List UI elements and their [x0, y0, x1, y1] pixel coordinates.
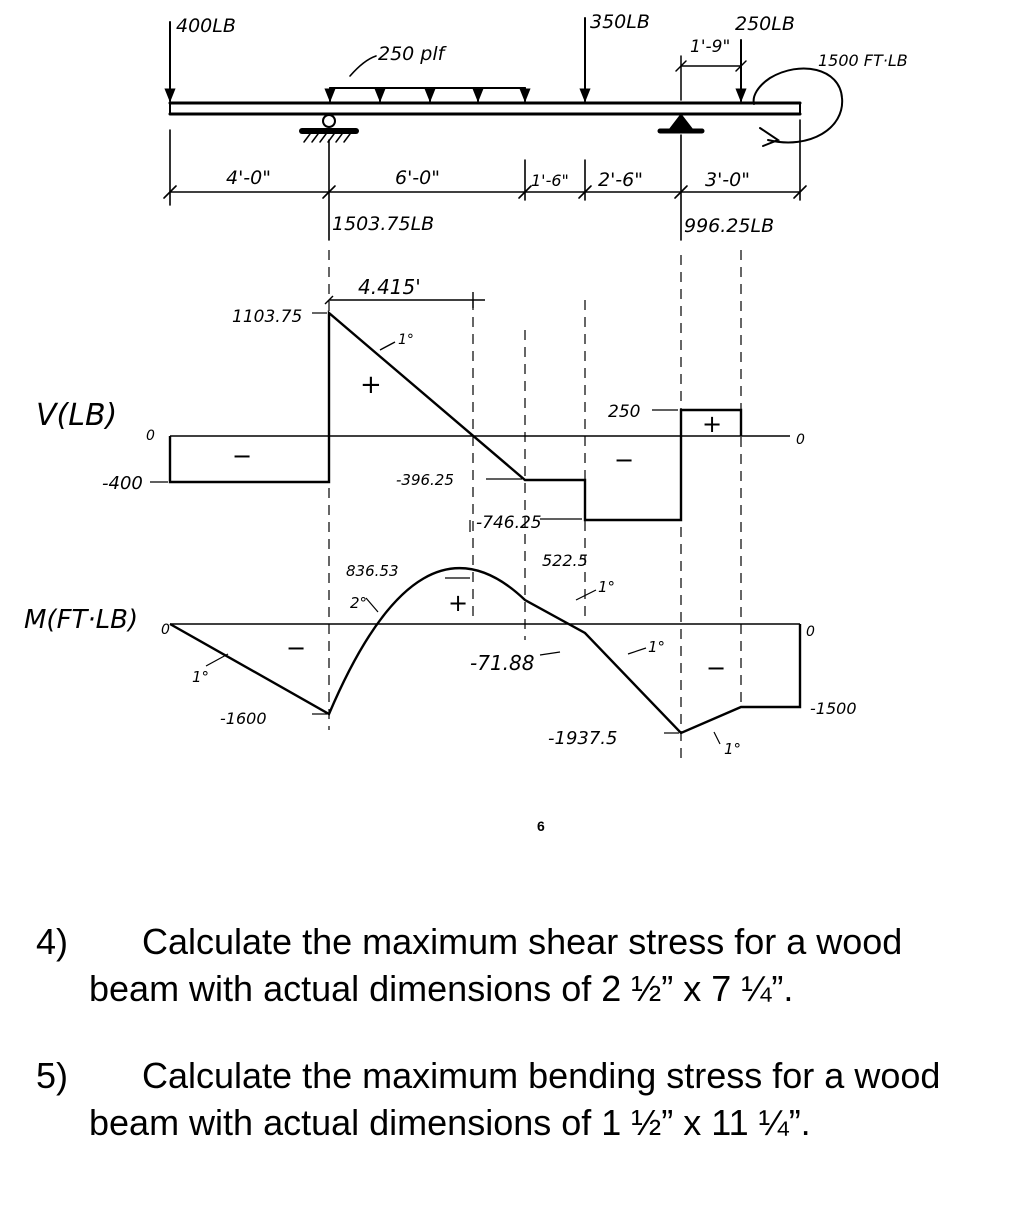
moment-degree-3: 1°: [598, 578, 615, 596]
shear-curve: [168, 310, 743, 522]
moment-zero-right: 0: [806, 624, 815, 640]
shear-zero-right: 0: [796, 432, 805, 448]
beam-loading-diagram: [163, 17, 844, 241]
moment-value-neg1500: -1500: [810, 699, 857, 718]
question-number: 4): [36, 921, 69, 962]
left-pin-support: [299, 114, 359, 143]
projection-guides: [328, 250, 742, 760]
shear-value-250: 250: [608, 402, 640, 422]
moment-labels: M(FT·LB) 0 0 836.53 522.5 -71.88 -1600 -…: [24, 551, 857, 758]
load-400lb-label: 400LB: [176, 15, 236, 37]
moment-value-522: 522.5: [542, 551, 588, 570]
shear-axis-label: V(LB): [36, 398, 117, 433]
moment-degree-5: 1°: [724, 740, 741, 758]
shear-sign-3: −: [614, 446, 634, 474]
shear-value-neg396: -396.25: [396, 471, 454, 489]
applied-moment-arrow: [752, 67, 844, 144]
dim-6ft-label: 6'-0": [395, 167, 440, 189]
dim-4ft-label: 4'-0": [226, 167, 271, 189]
question-list: 4) Calculate the maximum shear stress fo…: [36, 918, 996, 1146]
moment-value-836: 836.53: [346, 562, 399, 580]
moment-degree-1: 2°: [350, 594, 367, 612]
shear-distance-label: 4.415': [358, 275, 421, 299]
load-350lb-label: 350LB: [590, 11, 650, 33]
moment-axis-label: M(FT·LB): [24, 605, 138, 635]
moment-sign-3: −: [706, 654, 726, 682]
distributed-load-label: 250 plf: [378, 43, 448, 65]
shear-value-neg746: -746.25: [476, 513, 542, 533]
moment-degree-4: 1°: [648, 638, 665, 656]
moment-curve: [169, 566, 802, 735]
question-number: 5): [36, 1055, 69, 1096]
reaction-right-label: 996.25LB: [684, 215, 774, 237]
shear-degree-label: 1°: [398, 332, 414, 348]
moment-diagram: [169, 566, 802, 745]
distributed-load-arrows: [324, 55, 531, 103]
span-dimension-line: [163, 119, 807, 241]
dim-2-6-label: 2'-6": [598, 169, 643, 191]
offset-dim-label: 1'-9": [690, 37, 730, 57]
moment-sign-1: −: [286, 634, 306, 662]
beam-analysis-diagram: 400LB 250 plf 350LB 250LB 1'-9" 1500 FT·…: [24, 11, 908, 760]
moment-value-neg71: -71.88: [470, 651, 534, 675]
question-text: Calculate the maximum shear stress for a…: [89, 921, 903, 1009]
beam-labels: 400LB 250 plf 350LB 250LB 1'-9" 1500 FT·…: [176, 11, 908, 237]
question-text: Calculate the maximum bending stress for…: [89, 1055, 941, 1143]
shear-value-1103: 1103.75: [232, 307, 302, 327]
shear-zero-left: 0: [146, 428, 155, 444]
moment-zero-left: 0: [161, 622, 170, 638]
dim-1-6-label: 1'-6": [531, 171, 569, 190]
page-number: 6: [537, 818, 545, 834]
shear-diagram: [150, 292, 790, 532]
offset-dimension: [675, 55, 747, 101]
reaction-left-label: 1503.75LB: [332, 213, 434, 235]
moment-load-label: 1500 FT·LB: [818, 51, 908, 70]
shear-sign-1: −: [232, 442, 252, 470]
moment-degree-2: 1°: [192, 668, 209, 686]
shear-sign-4: +: [702, 410, 722, 438]
shear-value-neg400: -400: [102, 473, 143, 494]
moment-value-neg1937: -1937.5: [548, 728, 617, 749]
question-5: 5) Calculate the maximum bending stress …: [36, 1052, 996, 1146]
moment-sign-2: +: [448, 589, 468, 617]
right-roller-support: [657, 113, 705, 134]
moment-value-neg1600: -1600: [220, 709, 267, 728]
question-4: 4) Calculate the maximum shear stress fo…: [36, 918, 996, 1012]
dim-3ft-label: 3'-0": [705, 169, 750, 191]
shear-sign-2: +: [360, 370, 382, 400]
load-250lb-label: 250LB: [735, 13, 795, 35]
shear-labels: V(LB) 0 0 1103.75 -400 -396.25 -746.25 2…: [36, 275, 805, 533]
